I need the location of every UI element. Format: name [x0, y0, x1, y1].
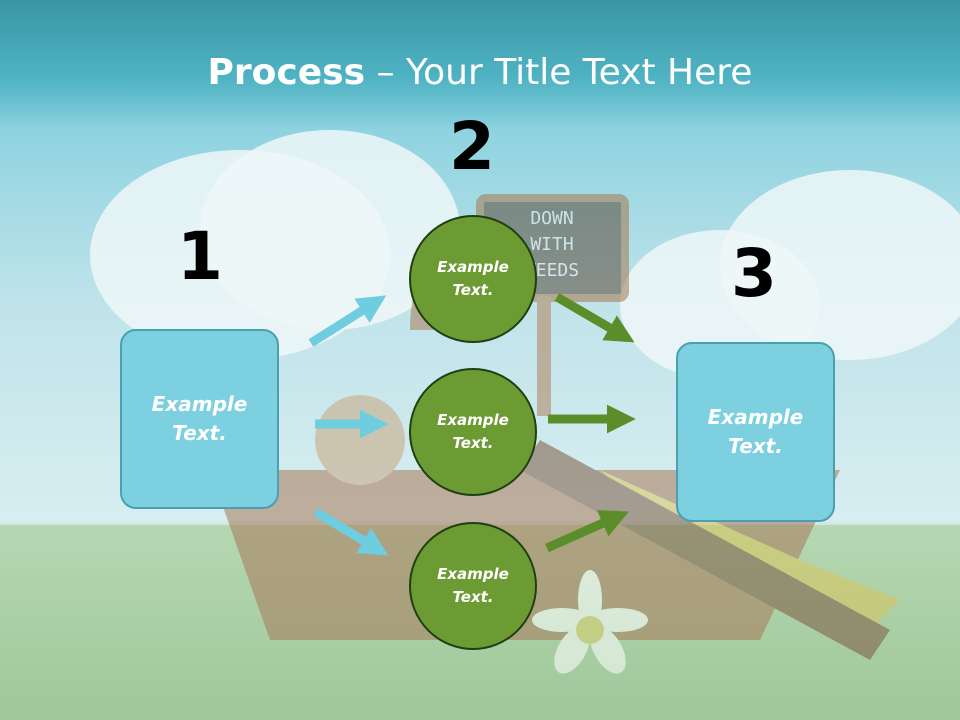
- sign-line-2: WITH: [530, 234, 573, 255]
- slide-title: Process – Your Title Text Here: [0, 52, 960, 93]
- step-number-1: 1: [177, 218, 223, 295]
- process-circle-2: Example Text.: [409, 368, 537, 496]
- title-rest: – Your Title Text Here: [365, 52, 753, 93]
- arrow-from-circle-3: [545, 510, 629, 553]
- title-bar: [0, 0, 960, 130]
- arrow-from-circle-1: [554, 293, 635, 343]
- sign-line-1: DOWN: [530, 208, 573, 229]
- process-circle-1: Example Text.: [409, 215, 537, 343]
- circle-2-text: Example Text.: [437, 411, 509, 452]
- input-box: Example Text.: [120, 329, 279, 509]
- process-circle-3: Example Text.: [409, 522, 537, 650]
- circle-1-text: Example Text.: [437, 258, 509, 299]
- arrow-to-circle-3: [313, 508, 389, 556]
- title-bold: Process: [207, 52, 366, 93]
- step-number-3: 3: [731, 235, 777, 312]
- step-number-2: 2: [449, 108, 495, 185]
- sign-line-3: WEEDS: [525, 260, 579, 281]
- input-box-text: Example Text.: [151, 392, 248, 445]
- output-box: Example Text.: [676, 342, 835, 522]
- arrow-to-circle-1: [308, 295, 387, 347]
- output-box-text: Example Text.: [707, 405, 804, 458]
- circle-3-text: Example Text.: [437, 565, 509, 606]
